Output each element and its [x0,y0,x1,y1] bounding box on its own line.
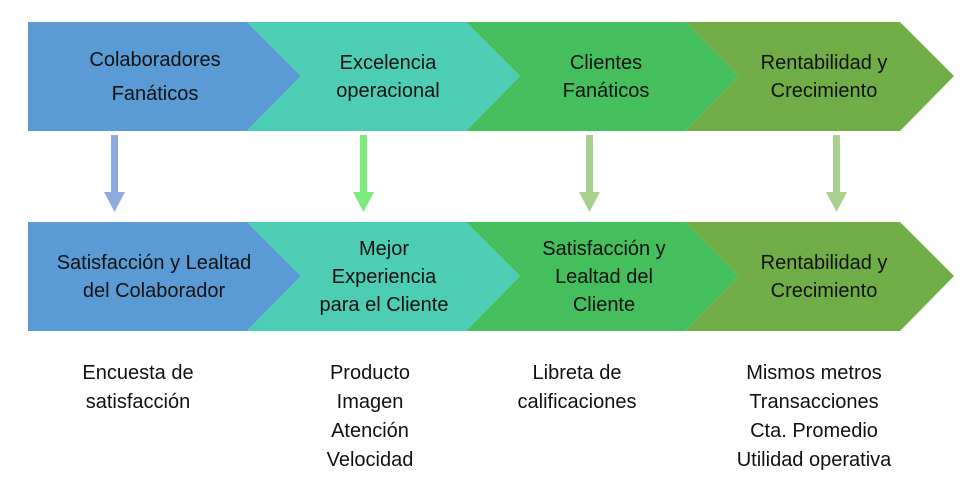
bottom-step-1-line-1: Satisfacción y Lealtad [56,251,252,274]
metric-group-2: Producto Imagen Atención Velocidad [270,359,470,475]
metric-group-4: Mismos metros Transacciones Cta. Promedi… [704,359,924,475]
top-step-1-line-2: Fanáticos [111,82,199,105]
top-chevron-1 [28,22,301,131]
metric-3-line-1: Libreta de [532,362,622,384]
bottom-step-4-line-1: Rentabilidad y [760,251,888,274]
bottom-step-1-label: Satisfacción y Lealtad del Colaborador [34,222,274,331]
down-arrow-1 [104,135,125,212]
metric-2-line-1: Producto [329,362,411,384]
top-step-2-label: Excelencia operacional [290,22,486,131]
bottom-step-2-line-2: Experiencia [331,265,437,288]
down-arrow-2 [353,135,374,212]
top-step-2-line-1: Excelencia [339,51,437,74]
top-step-3-line-2: Fanáticos [562,79,650,102]
bottom-chevron-1 [28,222,301,331]
metric-2-line-4: Velocidad [326,449,414,471]
bottom-step-3-label: Satisfacción y Lealtad del Cliente [506,222,702,331]
metric-4-line-3: Cta. Promedio [750,420,878,442]
top-step-1-line-1: Colaboradores [89,48,221,71]
bottom-chevron-2 [247,222,520,331]
top-step-1-label: Colaboradores Fanáticos [48,22,262,131]
bottom-step-1-line-2: del Colaborador [82,279,226,302]
metric-4-line-2: Transacciones [749,391,879,413]
bottom-chevron-4 [685,222,954,331]
bottom-step-2-label: Mejor Experiencia para el Cliente [286,222,482,331]
bottom-step-2-line-1: Mejor [358,237,409,260]
bottom-step-4-line-2: Crecimiento [770,279,878,302]
top-step-4-line-2: Crecimiento [770,79,878,102]
top-step-3-line-1: Clientes [569,51,643,74]
top-chevron-3 [466,22,739,131]
metric-3-line-2: calificaciones [517,391,637,413]
metric-4-line-4: Utilidad operativa [736,449,892,471]
top-step-3-label: Clientes Fanáticos [508,22,704,131]
bottom-chevron-3 [466,222,739,331]
metric-group-1: Encuesta de satisfacción [38,359,238,417]
bottom-step-3-line-1: Satisfacción y [542,237,666,260]
metric-1-line-1: Encuesta de [82,362,194,384]
top-step-4-line-1: Rentabilidad y [760,51,888,74]
top-chevron-4 [685,22,954,131]
metric-group-3: Libreta de calificaciones [477,359,677,417]
top-step-4-label: Rentabilidad y Crecimiento [726,22,922,131]
bottom-step-4-label: Rentabilidad y Crecimiento [726,222,922,331]
top-step-2-line-2: operacional [336,79,440,102]
metric-2-line-3: Atención [331,420,409,442]
metric-4-line-1: Mismos metros [746,362,882,384]
down-arrow-3 [579,135,600,212]
bottom-step-3-line-3: Cliente [572,293,636,316]
metric-2-line-2: Imagen [336,391,404,413]
metric-1-line-2: satisfacción [85,391,191,413]
down-arrow-4 [826,135,847,212]
top-chevron-2 [247,22,520,131]
bottom-step-2-line-3: para el Cliente [319,293,449,316]
bottom-step-3-line-2: Lealtad del [555,265,653,288]
